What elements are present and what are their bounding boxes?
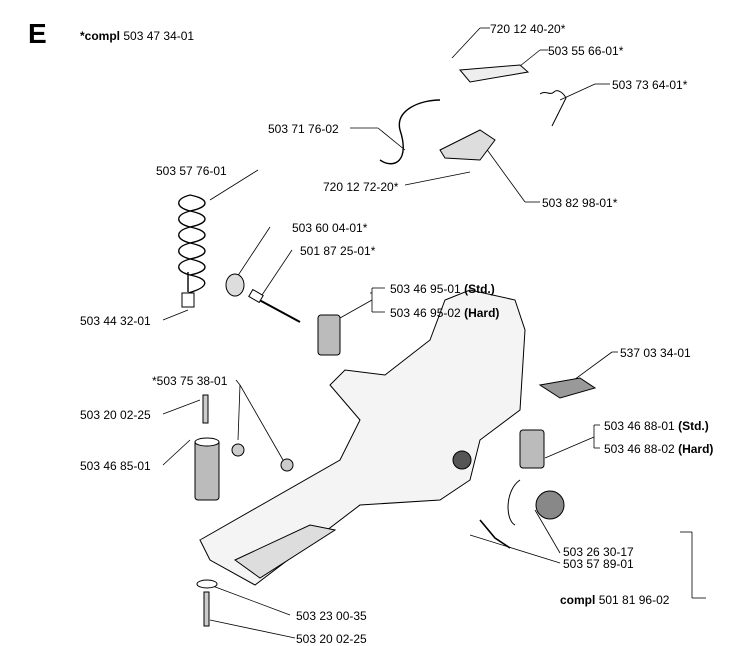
bracket-icon <box>538 377 597 399</box>
part-label[interactable]: 501 87 25-01* <box>300 244 376 258</box>
spring-small-icon <box>539 90 567 127</box>
trigger-icon <box>459 64 530 83</box>
part-label[interactable]: 537 03 34-01 <box>620 346 691 360</box>
part-label[interactable]: 503 57 76-01 <box>156 164 227 178</box>
part-label[interactable]: 503 26 30-17 <box>563 545 634 559</box>
fuel-cap-icon <box>535 490 565 520</box>
part-label[interactable]: 503 46 88-02 (Hard) <box>604 442 713 456</box>
part-note: (Std.) <box>678 419 709 433</box>
filter-disc-icon <box>225 273 245 297</box>
cable-icon <box>379 99 441 165</box>
nut-icon <box>280 458 294 472</box>
buffer-top-icon <box>317 314 341 356</box>
part-number: 503 46 88-01 <box>604 419 675 433</box>
header-prefix: *compl <box>80 29 121 43</box>
screw-icon <box>202 394 209 424</box>
part-number: 503 46 95-02 <box>390 306 461 320</box>
part-note: (Std.) <box>464 282 495 296</box>
part-label[interactable]: 503 46 95-02 (Hard) <box>390 306 499 320</box>
part-label[interactable]: 503 23 00-35 <box>296 609 367 623</box>
part-label[interactable]: 720 12 40-20* <box>490 22 566 36</box>
part-label[interactable]: 503 20 02-25 <box>296 632 367 646</box>
part-label[interactable]: 503 82 98-01* <box>542 196 618 210</box>
washer-icon <box>196 579 218 589</box>
part-label[interactable]: 503 57 89-01 <box>563 557 634 571</box>
part-label[interactable]: 503 73 64-01* <box>612 78 688 92</box>
tank-housing-icon <box>199 289 526 586</box>
part-label[interactable]: 503 60 04-01* <box>292 221 368 235</box>
compl-number: 501 81 96-02 <box>598 593 670 607</box>
buffer-right-icon <box>519 429 545 469</box>
part-label[interactable]: 503 44 32-01 <box>80 314 151 328</box>
part-number: 503 46 88-02 <box>604 442 675 456</box>
spring-icon <box>178 194 206 294</box>
part-label[interactable]: 503 20 02-25 <box>80 408 151 422</box>
part-label[interactable]: 503 46 95-01 (Std.) <box>390 282 495 296</box>
section-letter: E <box>28 18 47 49</box>
header-number: 503 47 34-01 <box>123 29 195 43</box>
part-number: 503 46 95-01 <box>390 282 461 296</box>
buffer-left-icon <box>194 439 220 501</box>
lever-icon <box>439 129 496 161</box>
cap-icon <box>181 292 195 308</box>
nut-icon <box>231 443 245 457</box>
screw-bottom-icon <box>203 591 210 627</box>
part-label[interactable]: *503 75 38-01 <box>152 374 228 388</box>
part-note: (Hard) <box>678 442 714 456</box>
part-label[interactable]: 503 46 85-01 <box>80 459 151 473</box>
part-label[interactable]: 503 71 76-02 <box>268 122 339 136</box>
compl-label[interactable]: compl 501 81 96-02 <box>560 593 669 607</box>
part-label[interactable]: 503 46 88-01 (Std.) <box>604 419 709 433</box>
header-label: *compl 503 47 34-01 <box>80 29 194 43</box>
part-label[interactable]: 503 55 66-01* <box>548 44 624 58</box>
part-note: (Hard) <box>464 306 500 320</box>
part-label[interactable]: 720 12 72-20* <box>323 180 399 194</box>
compl-prefix: compl <box>560 593 596 607</box>
